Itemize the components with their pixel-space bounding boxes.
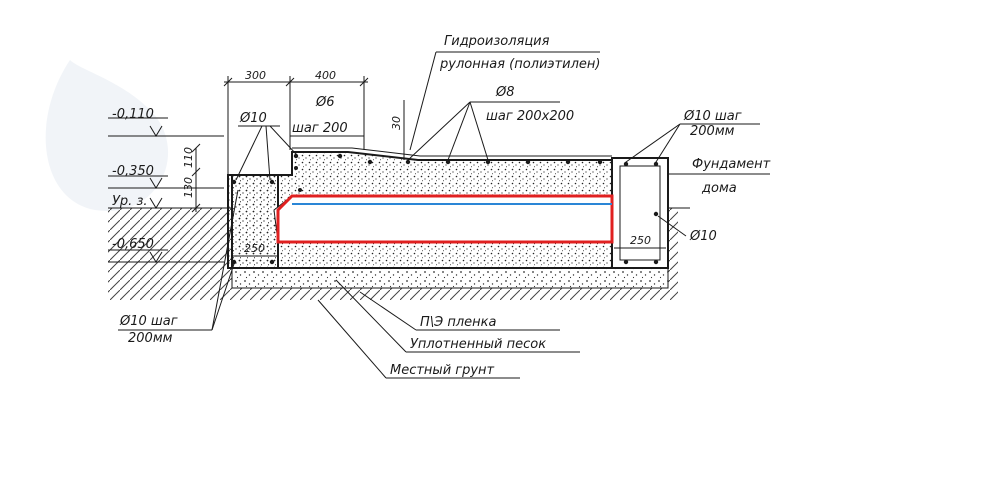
left-edge-beam (227, 174, 279, 269)
waterproofing-line (292, 147, 612, 157)
rebar-d8-step: шаг 200х200 (486, 109, 574, 124)
foundation-label-1: Фундамент (692, 157, 771, 172)
rebar-d10-side-label: Ø10 (689, 229, 717, 244)
local-soil-hatch (108, 208, 678, 300)
level-0650: -0,650 (112, 237, 154, 252)
level-marks: -0,110 -0,350 Ур. з. -0,650 (108, 107, 224, 263)
compacted-sand-fill (231, 267, 669, 289)
level-0350: -0,350 (112, 164, 154, 179)
house-foundation-block (611, 157, 669, 269)
waterproofing-label-2: рулонная (полиэтилен) (439, 57, 600, 72)
local-soil-label: Местный грунт (390, 363, 495, 378)
dim-300: 300 (245, 69, 266, 82)
leader-bottom-labels: П\Э пленка Уплотненный песок Местный гру… (317, 279, 580, 379)
leader-d6: Ø6 шаг 200 (290, 95, 364, 137)
dim-250-right: 250 (630, 234, 651, 247)
rebar-d10-label: Ø10 (239, 111, 267, 126)
leader-d10-top: Ø10 (235, 111, 297, 181)
dim-400: 400 (315, 69, 336, 82)
leader-foundation: Фундамент дома (668, 157, 771, 196)
level-0110: -0,110 (112, 107, 154, 122)
foundation-label-2: дома (701, 181, 737, 196)
pe-film-label: П\Э пленка (420, 315, 497, 330)
leader-d8: Ø8 шаг 200х200 (407, 85, 574, 161)
rebar-d10-bottom-label: Ø10 шаг (119, 314, 178, 329)
rebar-dots (231, 153, 659, 265)
left-vertical-dims: 110 130 (182, 143, 201, 213)
watermark-shape (45, 60, 169, 211)
compacted-sand-label: Уплотненный песок (410, 337, 546, 352)
rebar-d8-label: Ø8 (495, 85, 515, 100)
rebar-d6-label: Ø6 (315, 95, 335, 110)
rebar-d10-bottom-mm: 200мм (128, 331, 173, 346)
rebar-d6-step: шаг 200 (292, 121, 348, 136)
top-dimension-chain: 300 400 (223, 69, 369, 175)
leader-d10-right: Ø10 шаг 200мм (625, 109, 760, 163)
dim-30-group: 30 (390, 100, 405, 160)
ground-level-label: Ур. з. (112, 194, 147, 209)
dim-30: 30 (390, 116, 403, 130)
leader-waterproofing: Гидроизоляция рулонная (полиэтилен) (409, 34, 600, 151)
dim-250-left: 250 (244, 242, 265, 255)
waterproofing-label-1: Гидроизоляция (444, 34, 550, 49)
rebar-d10-right-label: Ø10 шаг (683, 109, 742, 124)
dim-110: 110 (182, 147, 195, 168)
leader-d10-side: Ø10 (657, 215, 717, 244)
rebar-d10-right-mm: 200мм (690, 124, 735, 139)
leader-d10-bottom: Ø10 шаг 200мм (118, 189, 239, 346)
insulation-wedge (273, 195, 613, 243)
red-pipe-outline (276, 194, 614, 244)
